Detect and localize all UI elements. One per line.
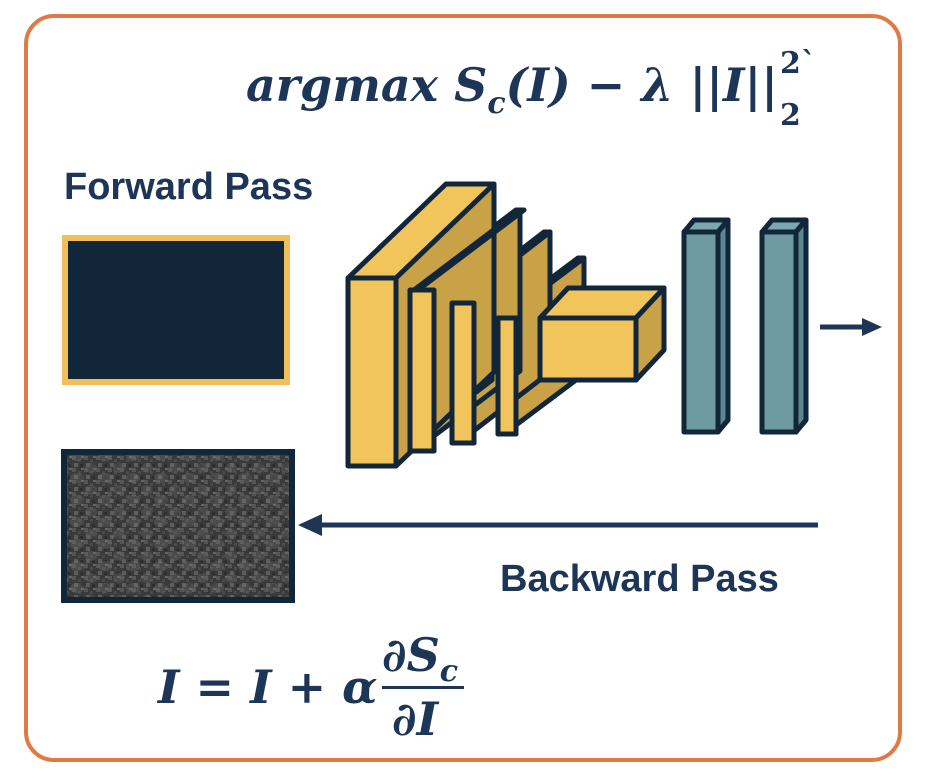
update-rule-numerator: ∂Sc bbox=[382, 628, 459, 689]
objective-formula: argmax Sc(I) − λ ||I|| bbox=[246, 58, 778, 121]
diagram-frame bbox=[24, 14, 902, 762]
input-image bbox=[62, 235, 290, 385]
output-arrow bbox=[820, 318, 882, 336]
conv-layer-5-front bbox=[495, 315, 519, 437]
backward-arrow bbox=[298, 514, 818, 536]
conv-layer-3-front bbox=[407, 287, 437, 454]
conv-layer-4-front bbox=[449, 300, 477, 446]
objective-superscript: 2` bbox=[780, 46, 816, 81]
pooling-block bbox=[537, 285, 667, 383]
fc-layer-2 bbox=[759, 217, 809, 435]
update-rule-lhs: I = I + α bbox=[158, 660, 378, 714]
fraction-bar bbox=[382, 686, 464, 689]
fc-layer-1 bbox=[681, 217, 731, 435]
backward-pass-label: Backward Pass bbox=[500, 558, 779, 600]
forward-pass-label: Forward Pass bbox=[64, 166, 314, 208]
objective-subscript: 2 bbox=[780, 98, 801, 133]
update-rule-denominator: ∂I bbox=[392, 692, 439, 746]
